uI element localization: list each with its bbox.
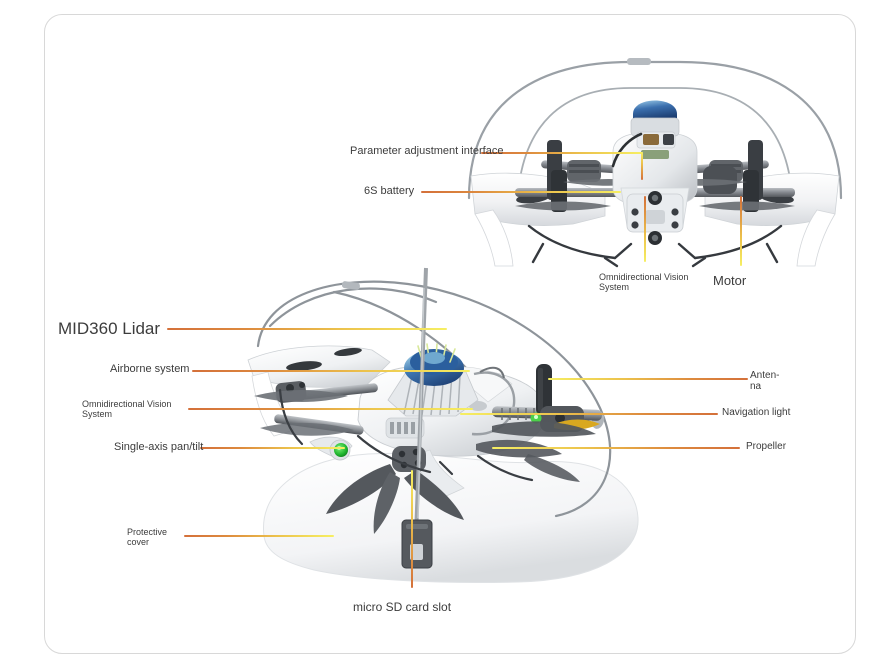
label-micro-sd-card-slot: micro SD card slot [353,600,452,614]
single-axis-pan-tilt-assembly [260,414,364,461]
propeller-blade-a [326,464,396,514]
cable-tip [479,366,505,379]
label-6s-battery: 6S battery [364,185,415,197]
front-view-drone [455,48,855,268]
leader-parameter-adjustment-vertical [641,152,643,180]
landing-struts-bottom [278,388,534,482]
leader-micro-sd-card-slot [411,470,413,588]
label-antenna: Anten- na [750,370,780,393]
label-omnidirectional-vision-system-top: Omnidirectional Vision System [599,272,689,293]
label-airborne-system: Airborne system [110,363,190,375]
leader-navigation-light [460,413,718,415]
leader-airborne-system [192,370,470,372]
airborne-system-cable [471,371,516,436]
leader-omnidirectional-vision-bottom [188,408,473,410]
leader-protective-cover [184,535,334,537]
label-propeller: Propeller [746,441,787,452]
label-single-axis-pan-tilt: Single-axis pan/tilt [114,441,204,453]
label-omnidirectional-vision-system-bottom: Omnidirectional Vision System [82,399,172,420]
landing-gear-top-view [527,224,783,268]
antenna-wire-top [611,132,643,168]
leader-parameter-adjustment-interface [481,152,643,154]
lidar-dome-top [633,100,677,120]
mid360-lidar-assembly [387,343,479,417]
leader-omnidirectional-vision-top [644,196,646,262]
leader-antenna [548,378,748,380]
leader-motor [740,196,742,266]
lidar-and-sensor-head [611,100,680,168]
motor-assembly-group [547,140,763,212]
three-quarter-view-drone [240,267,670,598]
left-motor-arm-bottom [254,381,378,403]
left-airframe-shell [470,172,606,267]
camera-lens-module [643,134,659,145]
label-protective-cover: Protective cover [127,527,168,548]
cage-clamp [627,58,651,65]
label-mid360-lidar: MID360 Lidar [58,319,161,338]
leader-6s-battery [421,191,621,193]
label-motor: Motor [713,273,747,288]
label-navigation-light: Navigation light [722,407,791,418]
omnidirectional-vision-plate-top [626,191,684,245]
right-airframe-shell [704,172,840,267]
gimbal-camera-lens [334,443,348,457]
micro-sd-card-slot-opening [410,544,423,560]
leader-propeller [492,447,740,449]
label-parameter-adjustment-interface: Parameter adjustment interface [350,145,504,157]
protective-cage-top [467,60,843,217]
leader-single-axis-pan-tilt [200,447,345,449]
propeller-blade-c [373,472,400,534]
leader-mid360-lidar [167,328,447,330]
